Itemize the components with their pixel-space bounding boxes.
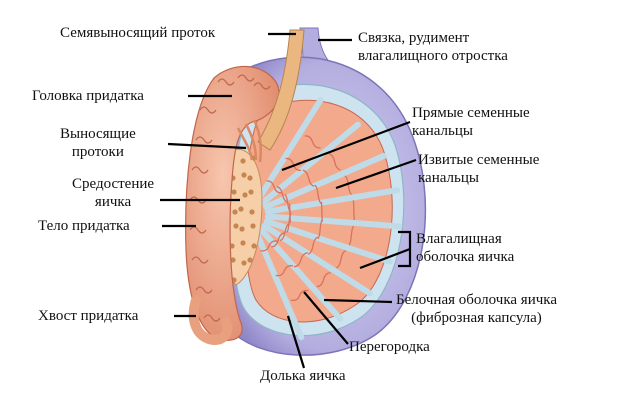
rete-dot <box>241 172 247 178</box>
label-convoluted-tubules: Извитые семенные канальцы <box>418 151 539 187</box>
rete-dot <box>248 189 254 195</box>
rete-dot <box>240 240 246 246</box>
label-mediastinum: Средостение яичка <box>72 175 154 211</box>
label-straight-tubules: Прямые семенные канальцы <box>412 104 530 140</box>
tubule-coil <box>314 184 322 205</box>
tubule-coil <box>335 250 346 269</box>
label-tunica-vaginalis: Влагалищная оболочка яичка <box>416 230 514 266</box>
tubule-coil <box>302 169 315 187</box>
epididymis-coil <box>237 74 255 82</box>
rete-dot <box>232 209 238 215</box>
rete-dot <box>240 158 246 164</box>
label-convoluted-line2: канальцы <box>418 170 479 186</box>
epididymis-coil <box>189 226 207 234</box>
label-straight-line1: Прямые семенные <box>412 105 530 121</box>
rete-dot <box>242 192 248 198</box>
tubule-coil <box>260 240 278 252</box>
label-mediastinum-line1: Средостение <box>72 176 155 192</box>
septum-line <box>263 218 394 265</box>
tubule-coil <box>320 201 324 222</box>
tubule-coil <box>271 232 286 248</box>
rete-dot <box>241 260 247 266</box>
tubule-coil <box>317 219 323 240</box>
tubule-coil <box>286 212 292 233</box>
epididymis-coil <box>203 314 221 322</box>
epididymis-coil <box>195 136 213 144</box>
label-septum: Перегородка <box>349 339 430 355</box>
tubule-coil <box>328 153 341 171</box>
epididymis-coil <box>191 166 209 174</box>
epididymis-coil <box>217 78 235 86</box>
label-mediastinum-line2: яичка <box>94 194 132 210</box>
tubule-coil <box>288 203 292 224</box>
septum-line <box>255 97 324 203</box>
rete-dot <box>239 226 245 232</box>
leader-convoluted <box>335 158 417 190</box>
leader-vaginalis <box>359 230 412 270</box>
septum-line <box>257 226 344 322</box>
septum-line <box>261 222 373 297</box>
label-ligament-line2: влагалищного отростка <box>358 48 508 64</box>
vas-deferens-shape <box>257 29 305 151</box>
tubule-coil <box>279 222 291 242</box>
tubule-coil <box>316 272 331 288</box>
rete-dot <box>249 209 255 215</box>
epididymis-coils <box>189 74 271 322</box>
label-efferent-line2: протоки <box>71 144 124 160</box>
label-vaginalis-line1: Влагалищная <box>416 231 502 247</box>
tubule-coil <box>348 225 355 246</box>
label-ligament: Связка, рудимент влагалищного отростка <box>358 29 508 65</box>
tubule-coil <box>304 135 321 149</box>
tubule-coil <box>275 265 294 277</box>
rete-dot <box>230 257 236 263</box>
septum-line <box>253 228 305 341</box>
label-convoluted-line1: Извитые семенные <box>418 152 540 168</box>
leader-albuginea <box>323 298 393 304</box>
tubule-coil <box>276 185 289 204</box>
epididymis-coil <box>191 256 209 264</box>
tubule-coil <box>285 157 302 172</box>
epididymis-coil <box>195 286 213 294</box>
label-vaginalis-line2: оболочка яичка <box>416 249 515 265</box>
efferent-ducts-shape <box>236 119 262 163</box>
label-body-epididymis: Тело придатка <box>38 218 130 234</box>
epididymis-coil <box>199 106 217 114</box>
tubule-coil <box>352 200 356 221</box>
rete-dot <box>250 223 256 229</box>
label-tail-epididymis: Хвост придатка <box>38 308 139 324</box>
septum-line <box>263 152 387 210</box>
rete-dot <box>238 206 244 212</box>
label-albuginea-line2: (фиброзная капсула) <box>411 310 542 326</box>
label-tunica-albuginea: Белочная оболочка яичка (фиброзная капсу… <box>396 291 557 327</box>
tubule-coil <box>293 252 308 268</box>
leader-lobule <box>286 315 306 369</box>
rete-dot <box>231 189 237 195</box>
rete-dot <box>251 243 257 249</box>
label-straight-line2: канальцы <box>412 123 473 139</box>
label-efferent-line1: Выносящие <box>60 126 136 142</box>
tubules-group <box>260 135 356 302</box>
leader-lines <box>160 32 417 369</box>
label-albuginea-line1: Белочная оболочка яичка <box>396 292 557 308</box>
tubule-coil <box>290 289 309 302</box>
rete-dot <box>247 175 253 181</box>
septum-line <box>259 121 361 206</box>
label-vas-deferens: Семявыносящий проток <box>60 25 216 41</box>
epididymis-coil <box>253 82 271 90</box>
tubule-coil <box>344 175 352 195</box>
tubule-coil <box>266 180 282 194</box>
rete-dot <box>247 257 253 263</box>
rete-dot <box>233 223 239 229</box>
label-ligament-line1: Связка, рудимент <box>358 30 470 46</box>
label-efferent-ducts: Выносящие протоки <box>60 125 136 161</box>
label-head-epididymis: Головка придатка <box>32 88 144 104</box>
tubule-coil <box>307 236 318 255</box>
label-lobule: Долька яичка <box>260 368 346 384</box>
leader-straight <box>281 120 411 172</box>
leader-efferent <box>167 142 247 150</box>
leader-septum <box>303 291 349 345</box>
